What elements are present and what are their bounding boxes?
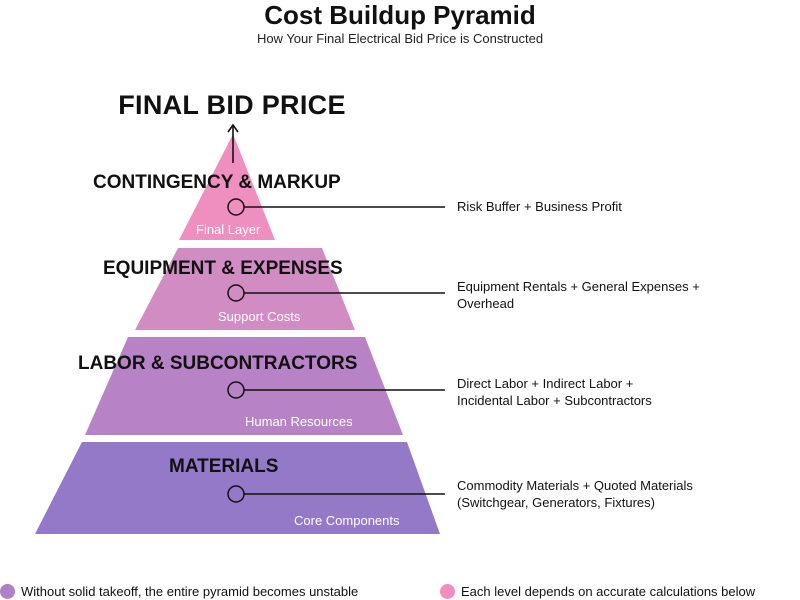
level-description-contingency: Risk Buffer + Business Profit <box>457 199 622 214</box>
legend-label: Without solid takeoff, the entire pyrami… <box>21 583 359 599</box>
level-title-equipment: EQUIPMENT & EXPENSES <box>103 258 343 279</box>
level-title-materials: MATERIALS <box>169 456 279 477</box>
page-title: Cost Buildup Pyramid <box>264 0 536 30</box>
legend-dot-icon <box>440 583 455 599</box>
level-description-equipment: Equipment Rentals + General Expenses + O… <box>457 279 700 311</box>
tier-labor-subcontractors <box>85 337 403 435</box>
legend-item-unstable: Without solid takeoff, the entire pyrami… <box>0 582 358 600</box>
level-title-labor: LABOR & SUBCONTRACTORS <box>78 353 358 374</box>
level-subtitle-materials: Core Components <box>294 513 400 528</box>
level-description-labor: Direct Labor + Indirect Labor + Incident… <box>457 376 652 408</box>
tier-contingency-markup <box>179 134 275 240</box>
arrow-head-icon <box>227 123 239 133</box>
connector-node-equipment <box>227 284 245 302</box>
level-subtitle-labor: Human Resources <box>245 414 353 429</box>
level-subtitle-equipment: Support Costs <box>218 309 301 324</box>
connector-node-materials <box>227 485 245 503</box>
legend-dot-icon <box>0 583 15 599</box>
connector-node-labor <box>227 381 245 399</box>
tier-materials <box>35 442 440 534</box>
final-bid-price-label: FINAL BID PRICE <box>118 90 346 120</box>
legend-label: Each level depends on accurate calculati… <box>461 583 756 599</box>
tier-equipment-expenses <box>135 248 355 330</box>
level-title-contingency: CONTINGENCY & MARKUP <box>93 172 341 193</box>
connector-node-contingency <box>227 198 245 216</box>
level-description-materials: Commodity Materials + Quoted Materials (… <box>457 478 693 510</box>
legend-item-depends: Each level depends on accurate calculati… <box>440 582 755 600</box>
page-subtitle: How Your Final Electrical Bid Price is C… <box>256 31 544 46</box>
level-subtitle-contingency: Final Layer <box>196 222 261 237</box>
